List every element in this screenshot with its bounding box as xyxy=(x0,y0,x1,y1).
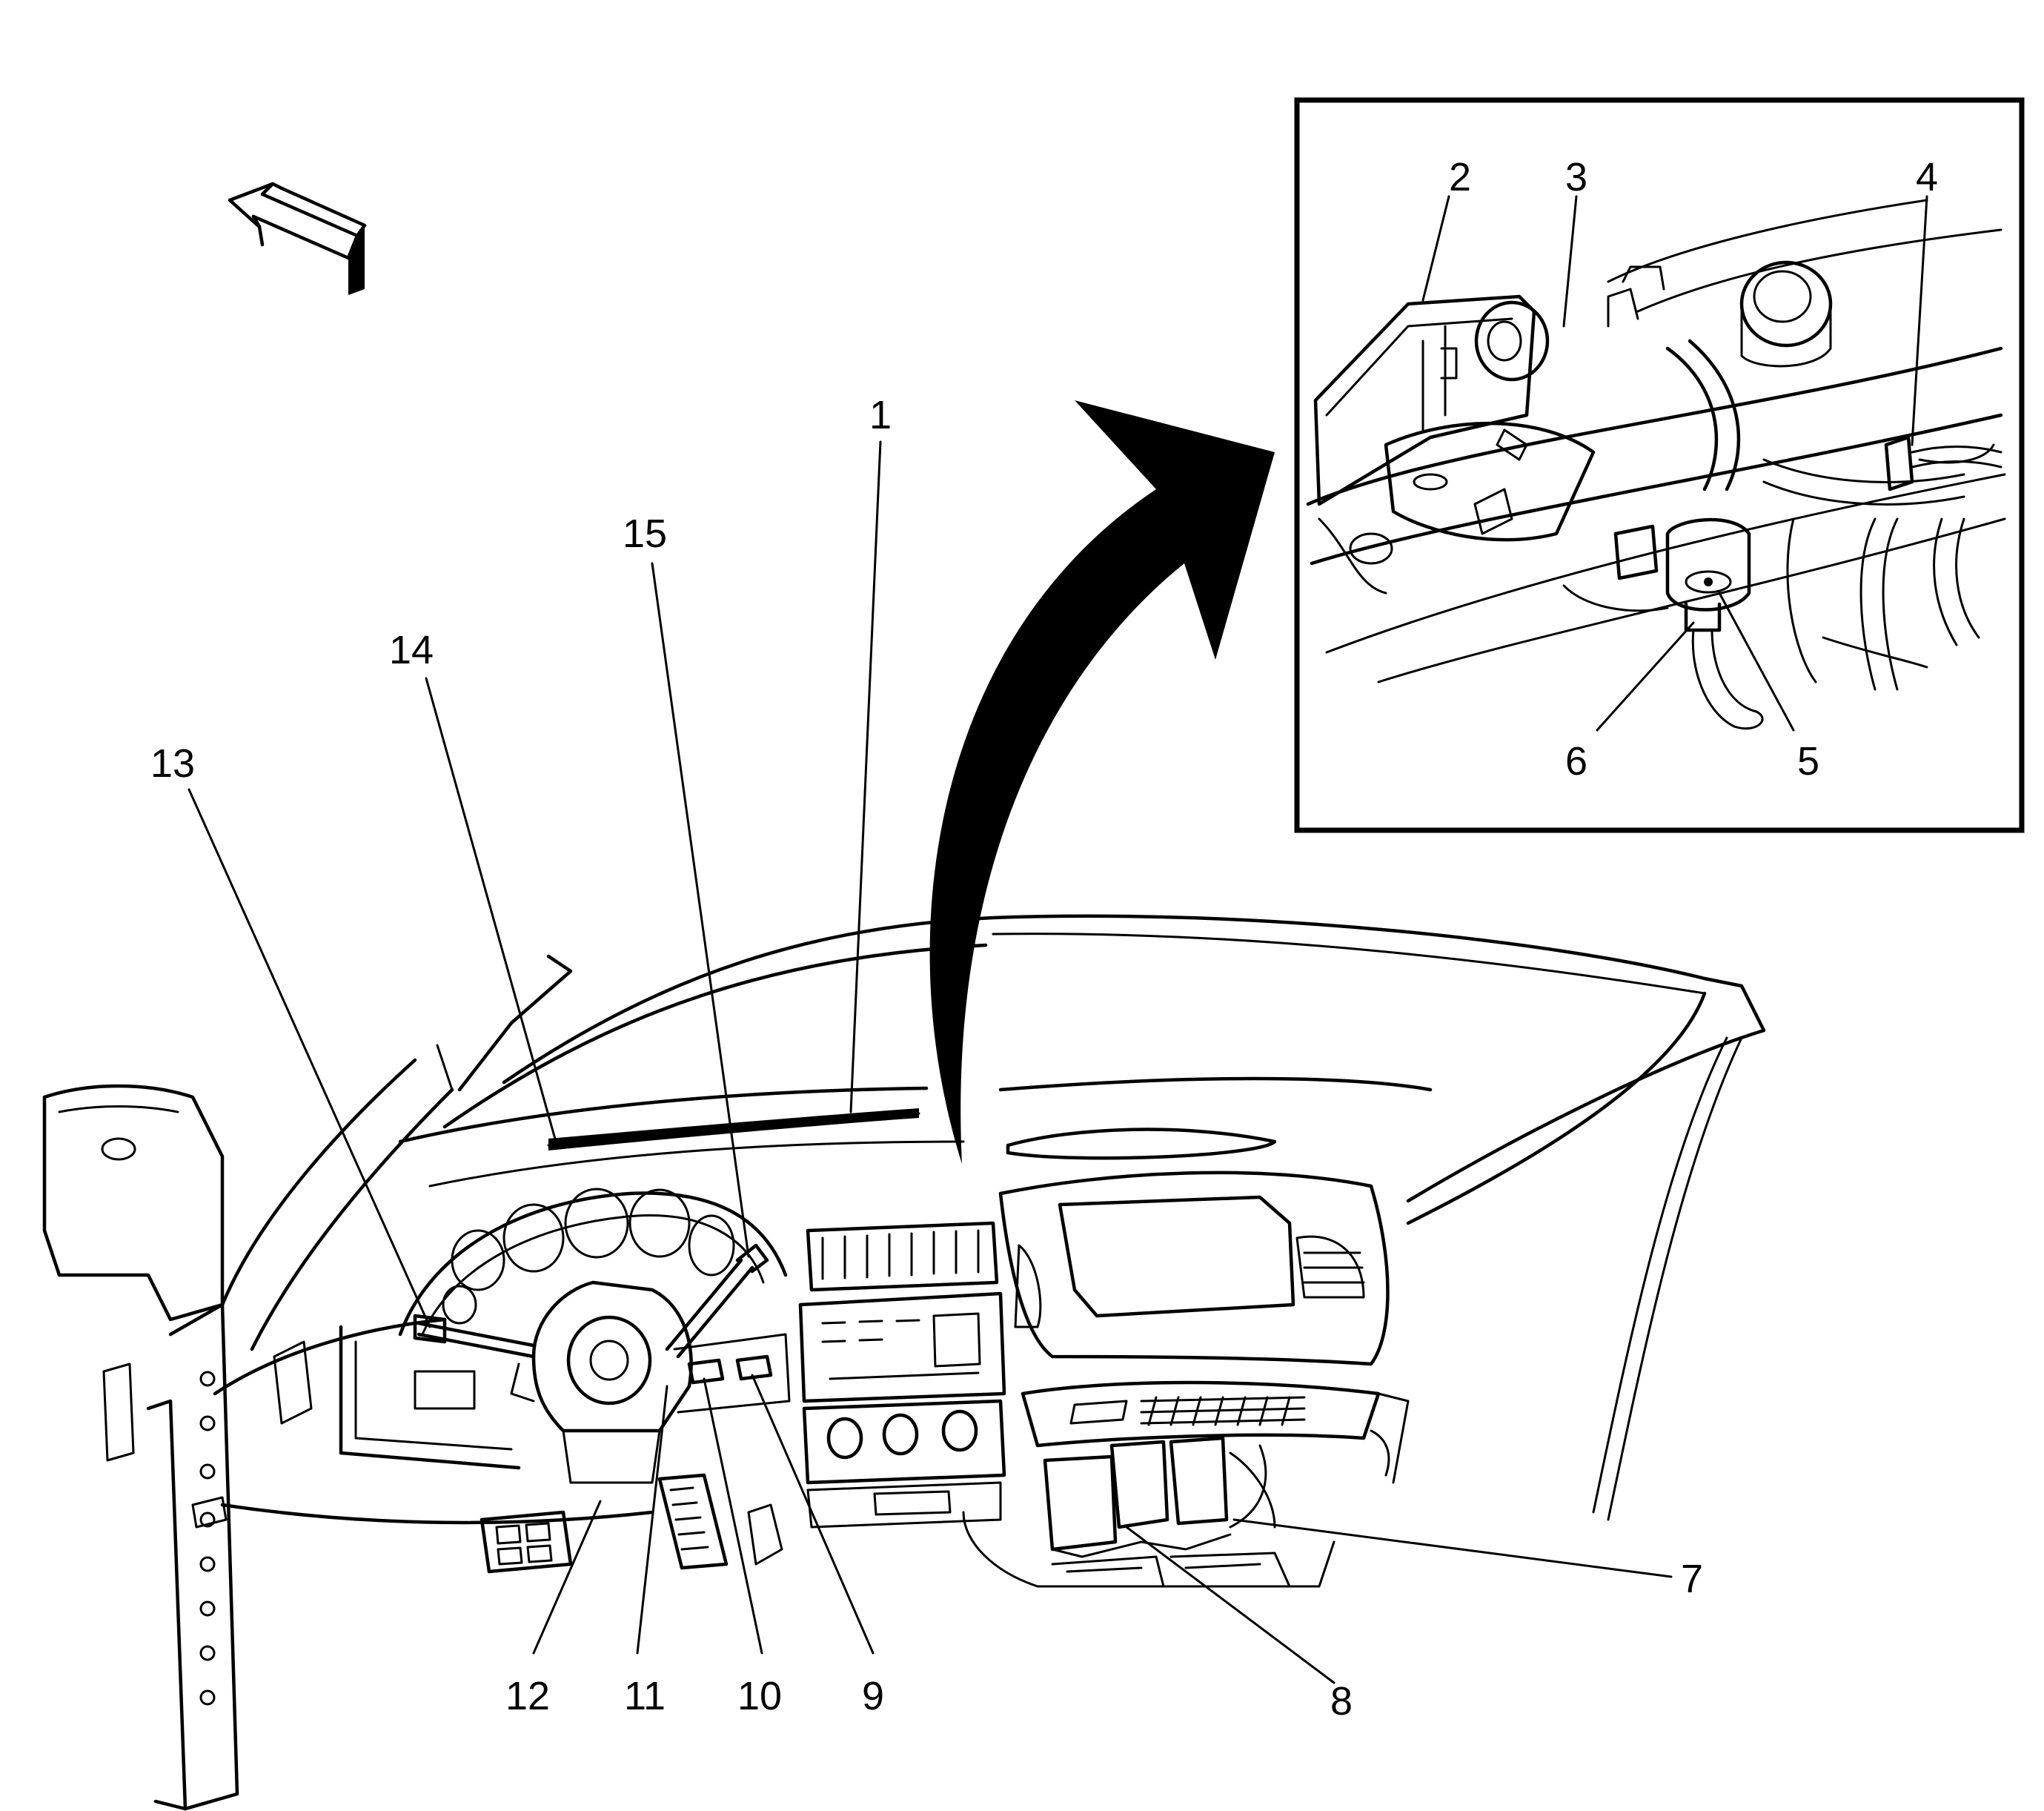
leader-7 xyxy=(1232,1518,1673,1578)
inset-detail-view xyxy=(1294,97,2025,833)
detail-pointer-arrow-icon xyxy=(929,400,1275,1164)
leader-8 xyxy=(1125,1526,1335,1684)
leader-10 xyxy=(703,1377,763,1655)
inset-frame xyxy=(1294,97,2025,833)
callout-8: 8 xyxy=(1330,1679,1353,1724)
leader-11 xyxy=(636,1385,668,1655)
instrument-panel-assembly xyxy=(42,914,1766,1811)
front-direction-arrow-icon xyxy=(228,182,367,295)
callout-6: 6 xyxy=(1565,739,1587,784)
callout-labels: 1 2 3 4 5 6 7 8 9 10 11 12 13 14 15 xyxy=(150,155,1938,1724)
callout-1: 1 xyxy=(869,393,892,437)
callout-4: 4 xyxy=(1916,155,1938,199)
callout-13: 13 xyxy=(150,741,195,786)
leader-9 xyxy=(751,1374,875,1655)
callout-12: 12 xyxy=(505,1674,550,1718)
callout-3: 3 xyxy=(1565,155,1587,199)
callout-5: 5 xyxy=(1797,739,1819,784)
callout-14: 14 xyxy=(389,628,434,672)
callout-2: 2 xyxy=(1449,155,1471,199)
leader-13 xyxy=(188,788,431,1328)
leader-6 xyxy=(1596,621,1695,732)
leader-2 xyxy=(1421,195,1450,302)
callout-leaders xyxy=(188,195,1928,1684)
callout-7: 7 xyxy=(1681,1557,1703,1601)
callout-15: 15 xyxy=(623,511,667,556)
leader-12 xyxy=(532,1500,602,1655)
leader-14 xyxy=(425,677,557,1143)
leader-3 xyxy=(1562,195,1578,328)
callout-11: 11 xyxy=(624,1674,666,1718)
leader-15 xyxy=(651,562,750,1258)
callout-9: 9 xyxy=(862,1674,884,1718)
callout-10: 10 xyxy=(737,1674,782,1718)
leader-5 xyxy=(1718,592,1795,732)
leader-4 xyxy=(1911,195,1928,446)
leader-1 xyxy=(849,440,882,1113)
